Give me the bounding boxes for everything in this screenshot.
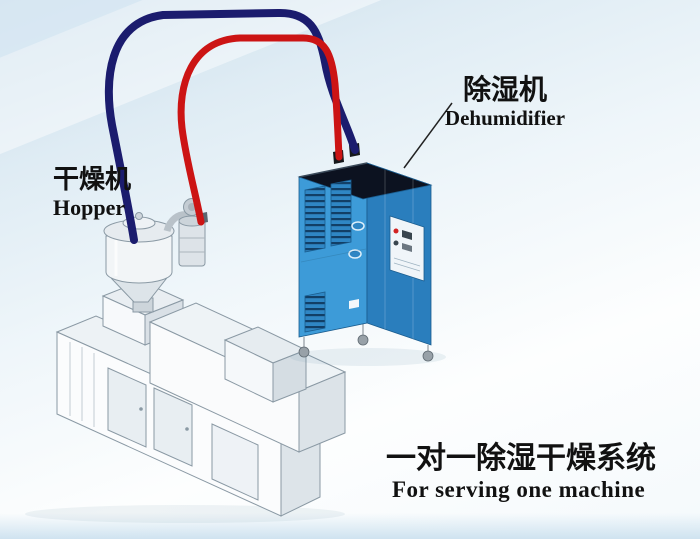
cabinet-vent — [330, 179, 352, 247]
dry-air-hose-red — [177, 34, 343, 226]
panel-red-indicator — [393, 228, 399, 234]
caption-en: For serving one machine — [392, 477, 645, 502]
machine-shadow — [25, 505, 345, 523]
panel-display — [402, 230, 412, 240]
return-air-hose-blue — [104, 8, 359, 244]
cabinet-label-sticker — [349, 299, 359, 309]
machine-door — [153, 387, 193, 467]
dehumidifier-label-en: Dehumidifier — [445, 106, 565, 130]
hopper-knob — [135, 212, 143, 220]
machine-panel — [211, 423, 259, 501]
cabinet-shadow — [290, 348, 446, 366]
hopper-body — [105, 235, 173, 284]
cabinet-casters — [298, 324, 434, 362]
cabinet-gauge — [348, 249, 362, 259]
dehumidifier-label-cn: 除湿机 — [463, 73, 547, 105]
hopper-dryer-icon — [103, 212, 175, 313]
panel-button — [393, 240, 399, 246]
panel-button — [402, 243, 412, 252]
dryer-label-en: Hopper — [53, 195, 125, 220]
extruder-machine-icon — [25, 280, 347, 523]
dehumidifier-cabinet-icon — [290, 143, 446, 366]
background-bottom-strip — [0, 513, 700, 539]
cabinet-vent — [304, 185, 326, 253]
air-hoses — [104, 8, 359, 244]
machine-door — [107, 367, 147, 448]
machine-barrel-side — [298, 371, 346, 453]
loader-body — [178, 219, 206, 267]
dryer-label-cn: 干燥机 — [53, 164, 131, 194]
cabinet-vent — [304, 291, 326, 333]
cabinet-control-panel — [389, 215, 425, 282]
dehumidifier-leader-line — [403, 102, 453, 169]
cabinet-gauge — [351, 221, 365, 231]
loader-elbow-pipe — [163, 211, 190, 233]
caption-cn: 一对一除湿干燥系统 — [386, 441, 656, 475]
machine-head-side — [272, 349, 307, 403]
